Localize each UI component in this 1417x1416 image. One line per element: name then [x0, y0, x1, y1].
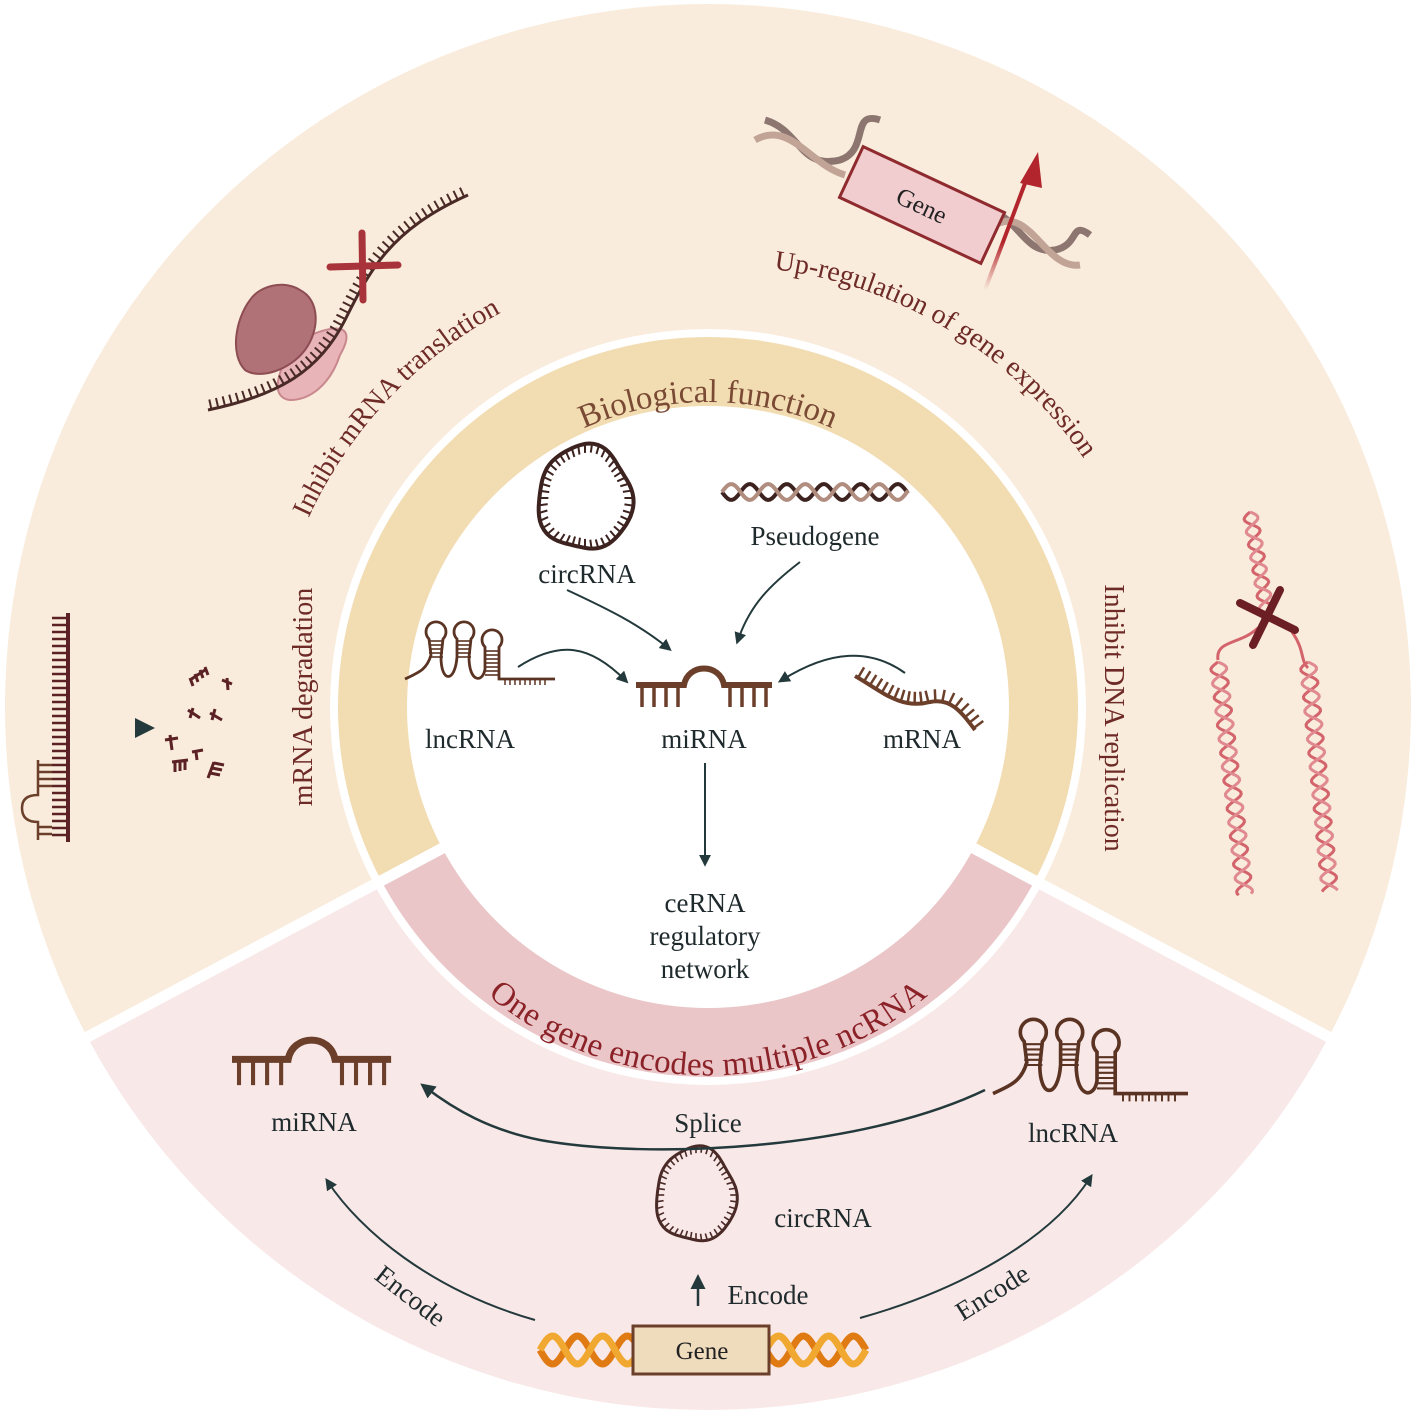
- label-splice: Splice: [674, 1108, 742, 1138]
- base-tick: [578, 446, 579, 455]
- label-mirna-bottom: miRNA: [271, 1107, 357, 1137]
- label-cerna-line3: network: [661, 954, 750, 984]
- base-tick: [623, 491, 632, 492]
- base-tick: [590, 540, 591, 549]
- label-encode-center: Encode: [728, 1280, 809, 1310]
- label-circrna-bottom: circRNA: [774, 1203, 872, 1233]
- label-circrna-center: circRNA: [538, 559, 636, 589]
- label-mrna-degradation: mRNA degradation: [288, 588, 319, 807]
- base-tick: [591, 444, 592, 453]
- base-tick: [730, 1201, 737, 1202]
- label-lncrna-bottom: lncRNA: [1028, 1118, 1118, 1148]
- base-tick: [539, 504, 548, 505]
- label-mirna-center: miRNA: [661, 724, 747, 754]
- base-tick: [657, 1201, 664, 1202]
- base-tick: [701, 1234, 702, 1241]
- base-tick: [935, 689, 936, 701]
- label-pseudogene: Pseudogene: [751, 521, 880, 551]
- label-lncrna-center: lncRNA: [425, 724, 515, 754]
- label-mrna-center: mRNA: [883, 724, 962, 754]
- base-tick: [540, 491, 549, 492]
- base-tick: [658, 1189, 665, 1190]
- gene-box-bottom: Gene: [633, 1326, 769, 1374]
- label-cerna-line2: regulatory: [650, 921, 761, 951]
- base-tick: [920, 692, 921, 704]
- label-cerna-line1: ceRNA: [665, 888, 746, 918]
- gene-box-bottom-label: Gene: [676, 1338, 729, 1365]
- base-tick: [579, 538, 580, 547]
- base-tick: [691, 1232, 692, 1239]
- base-tick: [624, 504, 633, 505]
- label-inhibit-dna-replication: Inhibit DNA replication: [1098, 584, 1129, 852]
- base-tick: [729, 1188, 736, 1189]
